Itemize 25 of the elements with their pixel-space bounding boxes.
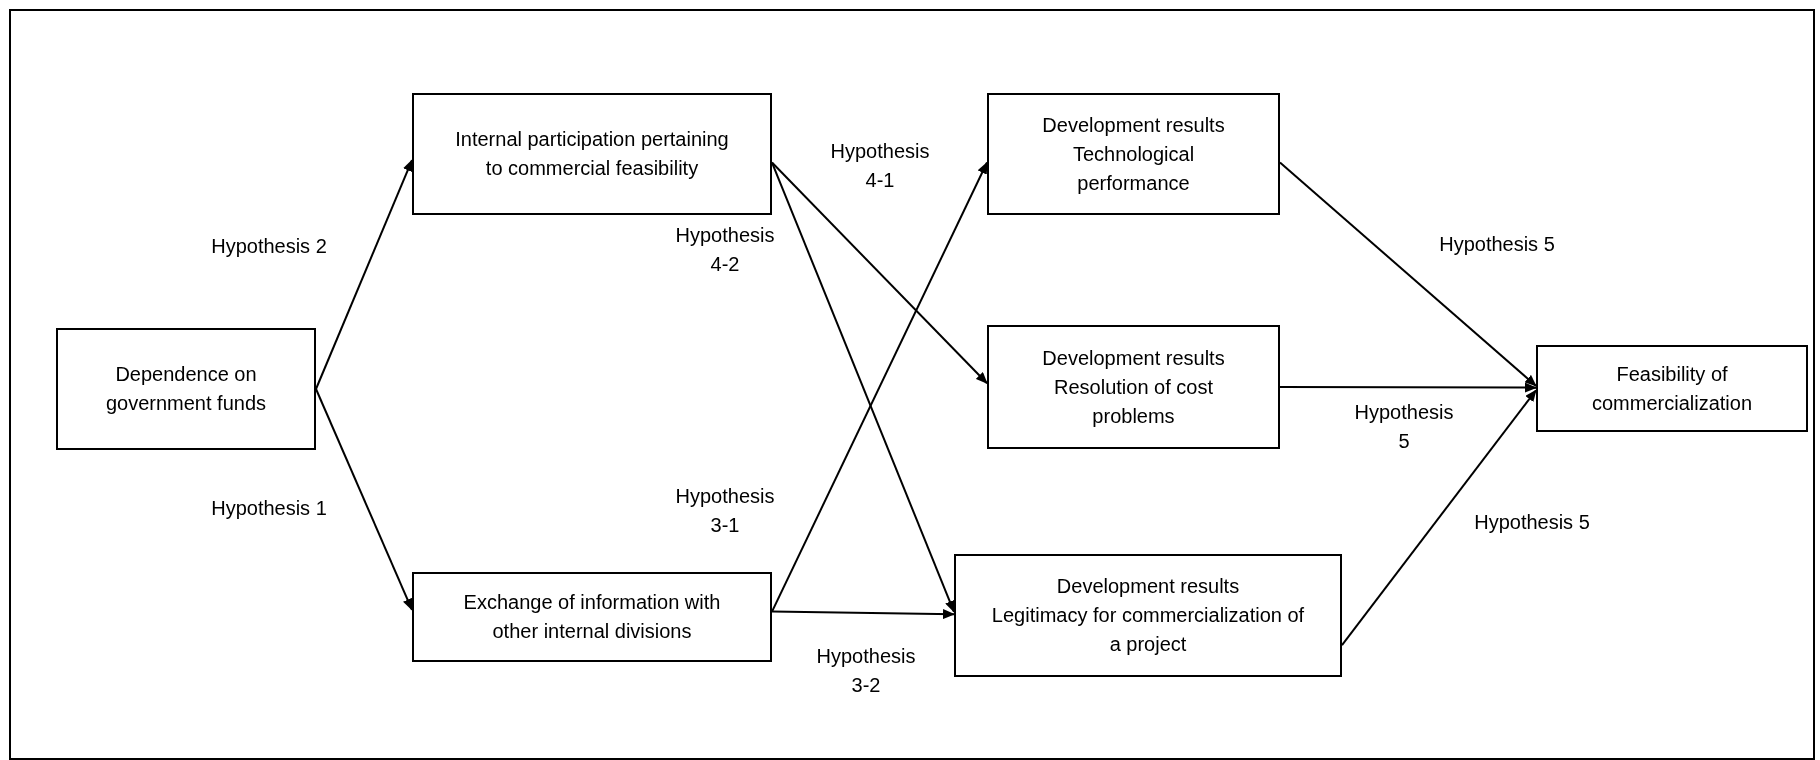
process-box (954, 554, 1342, 677)
arrow (1341, 389, 1537, 646)
process-box (56, 328, 316, 450)
box-text: Technological performance (1071, 141, 1196, 196)
box-text: Legitimacy for commercialization of a project (990, 603, 1306, 657)
box-text: Exchange of information with other internal divisions (462, 590, 722, 644)
process-box (987, 325, 1280, 449)
box-text: Development results (1042, 112, 1225, 138)
process-box (412, 93, 772, 215)
arrow (771, 161, 988, 613)
arrow (771, 161, 988, 385)
box-text: Dependence on government funds (104, 362, 268, 416)
process-box (987, 93, 1280, 215)
box-text: Development results (1042, 345, 1225, 371)
box-text: Internal participation pertaining to commercial feasibility (454, 127, 730, 181)
process-box (1536, 345, 1808, 432)
box-text: Development results (1056, 574, 1240, 599)
arrow (315, 388, 413, 611)
arrow (315, 159, 413, 390)
arrow (1279, 161, 1537, 387)
box-text: Feasibility of commercialization (1590, 361, 1754, 416)
process-box (412, 572, 772, 662)
arrow (771, 609, 955, 620)
arrow (1279, 382, 1537, 393)
box-text: Resolution of cost problems (1053, 374, 1214, 429)
